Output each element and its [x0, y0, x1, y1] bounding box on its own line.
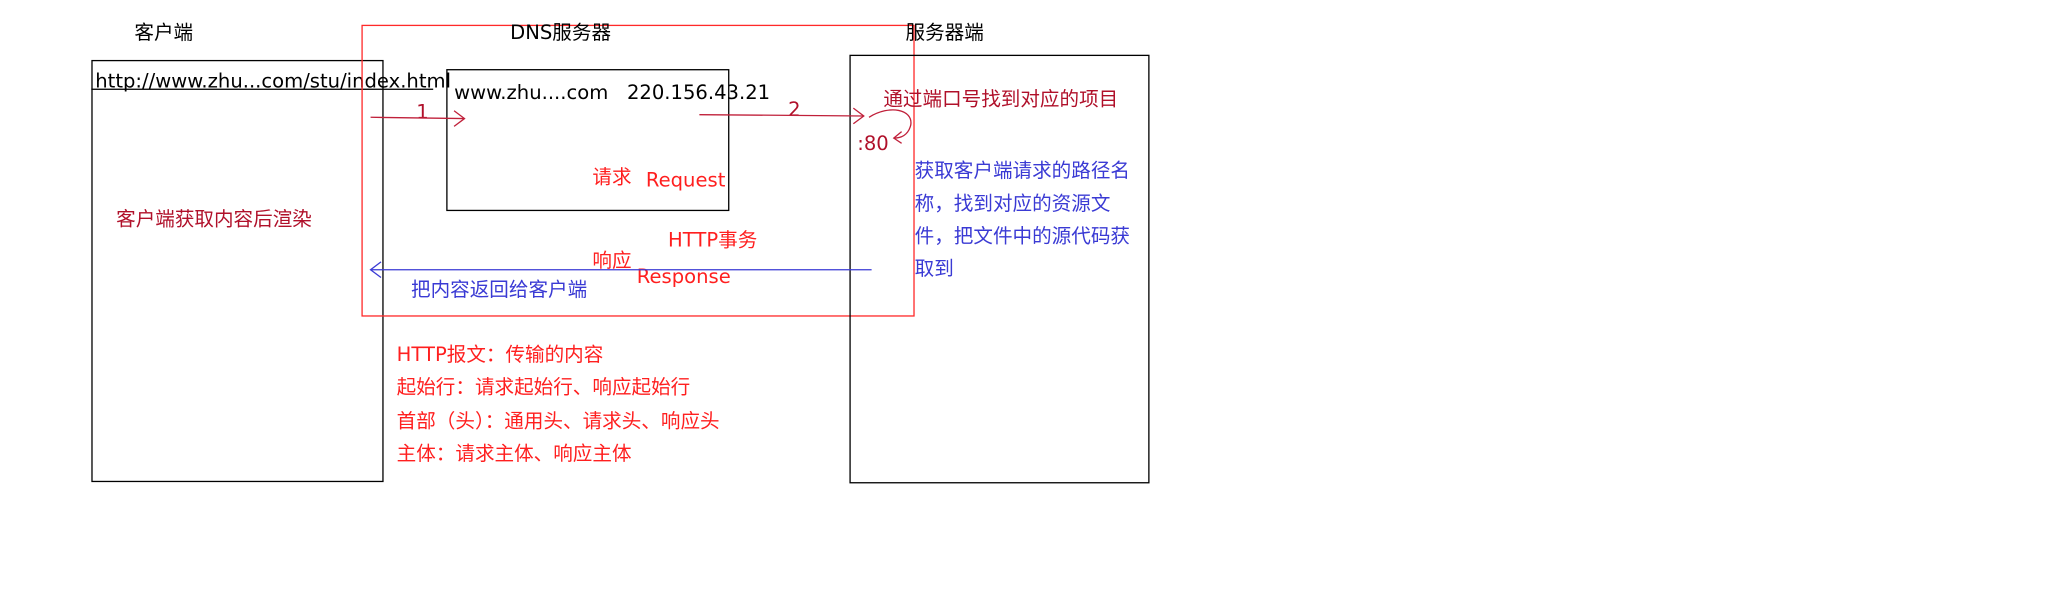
request-label-en: Request — [645, 168, 726, 192]
port-lookup-arrow — [868, 109, 912, 144]
response-arrow — [369, 261, 872, 279]
client-title: 客户端 — [134, 20, 194, 45]
client-box — [91, 59, 384, 483]
http-message-note: HTTP报文：传输的内容 — [396, 342, 604, 367]
response-label-en: Response — [636, 264, 731, 288]
dns-domain-ip: www.zhu....com 220.156.43.21 — [454, 80, 771, 105]
http-message-note: 主体：请求主体、响应主体 — [396, 441, 632, 466]
http-transaction-frame — [361, 24, 915, 317]
request-arrow-1 — [370, 110, 466, 127]
response-label-cn: 响应 — [592, 248, 632, 273]
http-message-note: 起始行：请求起始行、响应起始行 — [396, 375, 691, 399]
server-resource-line: 获取客户端请求的路径名 — [914, 158, 1130, 183]
server-resource-line: 件，把文件中的源代码获 — [914, 224, 1130, 248]
server-resource-line: 称，找到对应的资源文 — [914, 191, 1111, 215]
server-find-project: 通过端口号找到对应的项目 — [883, 87, 1119, 111]
request-arrow-2 — [699, 107, 865, 125]
dns-title: DNS服务器 — [510, 20, 612, 45]
http-message-note: 首部（头）：通用头、请求头、响应头 — [396, 409, 720, 433]
server-title: 服务器端 — [905, 20, 984, 45]
request-label-cn: 请求 — [592, 165, 632, 189]
client-render-note: 客户端获取内容后渲染 — [116, 207, 312, 231]
return-to-client-note: 把内容返回给客户端 — [411, 277, 588, 301]
server-port: :80 — [857, 131, 889, 156]
client-url-underline — [91, 88, 434, 90]
dns-box — [446, 69, 730, 212]
http-transaction-label: HTTP事务 — [668, 228, 758, 252]
server-resource-line: 取到 — [914, 256, 954, 281]
